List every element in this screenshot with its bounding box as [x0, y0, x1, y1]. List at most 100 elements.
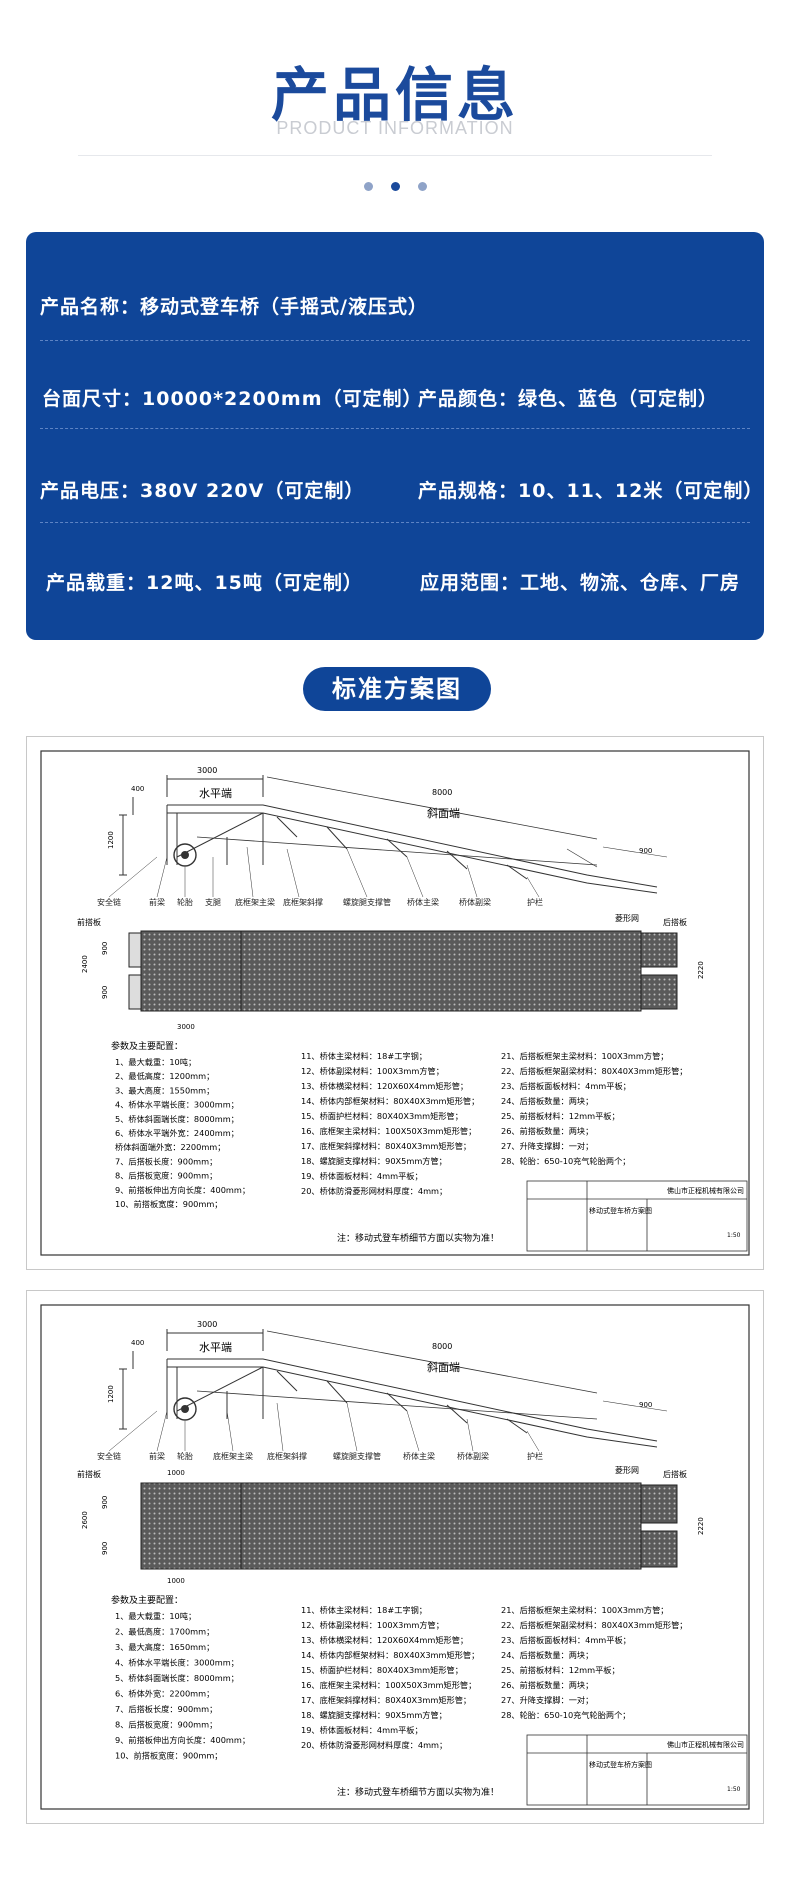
- dim-plan-900a: 900: [101, 942, 109, 955]
- param-line: 23、后搭板面板材料：4mm平板；: [501, 1635, 631, 1645]
- param-line: 15、桥面护栏材料：80X40X3mm矩形管；: [301, 1111, 463, 1121]
- titleblock-title: 移动式登车桥方案图: [589, 1206, 652, 1215]
- dot-indicator[interactable]: [417, 182, 427, 191]
- product-info-panel: 产品名称：移动式登车桥（手摇式/液压式） 台面尺寸：10000*2200mm（可…: [26, 232, 764, 640]
- dim-plan-right: 2220: [697, 961, 705, 979]
- param-line: 21、后搭板框架主梁材料：100X3mm方管；: [501, 1051, 668, 1061]
- dot-indicator[interactable]: [363, 182, 373, 191]
- dim-tail: 900: [639, 847, 652, 855]
- wheel-hub-icon: [181, 851, 189, 859]
- param-line: 4、桥体水平端长度：3000mm；: [115, 1100, 239, 1110]
- label-bridge-sub-beam: 桥体副梁: [457, 1451, 489, 1461]
- product-voltage: 产品电压：380V 220V（可定制）: [40, 480, 365, 502]
- label-rear-plate: 后搭板: [663, 917, 687, 927]
- info-row: 产品电压：380V 220V（可定制） 产品规格：10、11、12米（可定制）: [26, 458, 764, 518]
- param-line: 3、最大高度：1550mm；: [115, 1085, 214, 1095]
- dim-plan-right: 2220: [697, 1517, 705, 1535]
- product-load: 产品载重：12吨、15吨（可定制）: [46, 572, 363, 594]
- param-line: 1、最大载重：10吨；: [115, 1057, 196, 1067]
- param-line: 20、桥体防滑菱形网材料厚度：4mm；: [301, 1186, 447, 1196]
- params-col3: 21、后搭板框架主梁材料：100X3mm方管； 22、后搭板框架副梁材料：80X4…: [501, 1605, 687, 1720]
- dim-400: 400: [131, 1339, 144, 1347]
- param-line: 13、桥体横梁材料：120X60X4mm矩形管；: [301, 1081, 468, 1091]
- dim-top-length: 3000: [197, 1320, 217, 1329]
- param-line: 10、前搭板宽度：900mm；: [115, 1751, 223, 1761]
- label-guardrail: 护栏: [527, 1451, 543, 1461]
- product-spec: 产品规格：10、11、12米（可定制）: [418, 480, 764, 502]
- titleblock-company: 佛山市正程机械有限公司: [667, 1740, 744, 1749]
- param-line: 21、后搭板框架主梁材料：100X3mm方管；: [501, 1605, 668, 1615]
- dim-1200: 1200: [107, 1385, 115, 1403]
- dim-plan-width: 2400: [81, 955, 89, 973]
- rear-plate-top: [640, 1484, 678, 1524]
- param-line: 14、桥体内部框架材料：80X40X3mm矩形管；: [301, 1650, 479, 1660]
- dot-indicator-active[interactable]: [390, 182, 400, 191]
- product-size: 台面尺寸：10000*2200mm（可定制）: [42, 388, 423, 410]
- param-line: 7、后搭板长度：900mm；: [115, 1704, 217, 1714]
- param-line: 6、桥体外宽：2200mm；: [115, 1689, 214, 1699]
- label-tire: 轮胎: [177, 1451, 193, 1461]
- label-safety-chain: 安全链: [97, 897, 121, 907]
- dim-top-length: 3000: [197, 766, 217, 775]
- rear-plate-bottom: [640, 974, 678, 1010]
- dim-400: 400: [131, 785, 144, 793]
- front-plate-bottom: [128, 974, 142, 1010]
- carousel-dots: [0, 176, 790, 195]
- label-front-beam: 前梁: [149, 1451, 165, 1461]
- param-line: 26、前搭板数量：两块；: [501, 1680, 593, 1690]
- label-base-main-beam: 底框架主梁: [213, 1451, 253, 1461]
- label-screw-leg: 螺旋腿支撑管: [343, 897, 391, 907]
- param-line: 23、后搭板面板材料：4mm平板；: [501, 1081, 631, 1091]
- titleblock-company: 佛山市正程机械有限公司: [667, 1186, 744, 1195]
- product-color: 产品颜色：绿色、蓝色（可定制）: [418, 388, 719, 410]
- param-line: 28、轮胎：650-10充气轮胎两个；: [501, 1156, 630, 1166]
- dim-plan-900b: 900: [101, 986, 109, 999]
- param-line: 19、桥体面板材料：4mm平板；: [301, 1725, 423, 1735]
- param-line: 22、后搭板框架副梁材料：80X40X3mm矩形管；: [501, 1620, 687, 1630]
- dim-tail: 900: [639, 1401, 652, 1409]
- param-line: 17、底框架斜撑材料：80X40X3mm矩形管；: [301, 1141, 471, 1151]
- label-diamond-mesh: 菱形网: [615, 1465, 639, 1475]
- product-name: 产品名称：移动式登车桥（手摇式/液压式）: [40, 296, 428, 318]
- title-divider: [78, 155, 712, 156]
- label-rear-plate: 后搭板: [663, 1469, 687, 1479]
- param-line: 桥体斜面端外宽：2200mm；: [115, 1142, 225, 1152]
- dim-plan-bottom-length: 1000: [167, 1577, 185, 1585]
- info-row: 产品载重：12吨、15吨（可定制） 应用范围：工地、物流、仓库、厂房: [26, 550, 764, 610]
- label-slope-end: 斜面端: [427, 807, 460, 820]
- section-title: 标准方案图: [303, 667, 491, 711]
- dim-plan-900a: 900: [101, 1496, 109, 1509]
- row-divider: [40, 340, 750, 341]
- param-line: 10、前搭板宽度：900mm；: [115, 1199, 223, 1209]
- param-line: 17、底框架斜撑材料：80X40X3mm矩形管；: [301, 1695, 471, 1705]
- param-line: 20、桥体防滑菱形网材料厚度：4mm；: [301, 1740, 447, 1750]
- label-guardrail: 护栏: [527, 897, 543, 907]
- param-line: 3、最大高度：1650mm；: [115, 1642, 214, 1652]
- param-line: 24、后搭板数量：两块；: [501, 1096, 593, 1106]
- label-slope-end: 斜面端: [427, 1361, 460, 1374]
- titleblock-scale: 1:50: [727, 1232, 741, 1239]
- dim-1200: 1200: [107, 831, 115, 849]
- plan-deck: [140, 930, 642, 1012]
- product-scope: 应用范围：工地、物流、仓库、厂房: [420, 572, 741, 594]
- param-line: 1、最大载重：10吨；: [115, 1611, 196, 1621]
- label-screw-leg: 螺旋腿支撑管: [333, 1451, 381, 1461]
- dim-plan-top-length: 1000: [167, 1469, 185, 1477]
- params-col1: 1、最大载重：10吨；2、最低高度：1700mm；3、最大高度：1650mm；4…: [115, 1611, 250, 1761]
- param-line: 2、最低高度：1700mm；: [115, 1627, 214, 1637]
- param-line: 19、桥体面板材料：4mm平板；: [301, 1171, 423, 1181]
- label-base-main-beam: 底框架主梁: [235, 897, 275, 907]
- params-title: 参数及主要配置：: [111, 1594, 183, 1606]
- dim-plan-width: 2600: [81, 1511, 89, 1529]
- param-line: 2、最低高度：1200mm；: [115, 1071, 214, 1081]
- params-col2: 11、桥体主梁材料：18#工字钢；12、桥体副梁材料：100X3mm方管；13、…: [301, 1605, 479, 1750]
- params-title: 参数及主要配置：: [111, 1040, 183, 1052]
- param-line: 11、桥体主梁材料：18#工字钢；: [301, 1051, 427, 1061]
- label-level-end: 水平端: [199, 1341, 232, 1354]
- param-line: 11、桥体主梁材料：18#工字钢；: [301, 1605, 427, 1615]
- wheel-icon: [173, 1397, 197, 1421]
- dim-plan-900b: 900: [101, 1542, 109, 1555]
- rear-plate-top: [640, 932, 678, 968]
- param-line: 8、后搭板宽度：900mm；: [115, 1720, 217, 1730]
- drawing-note: 注：移动式登车桥细节方面以实物为准！: [337, 1232, 499, 1244]
